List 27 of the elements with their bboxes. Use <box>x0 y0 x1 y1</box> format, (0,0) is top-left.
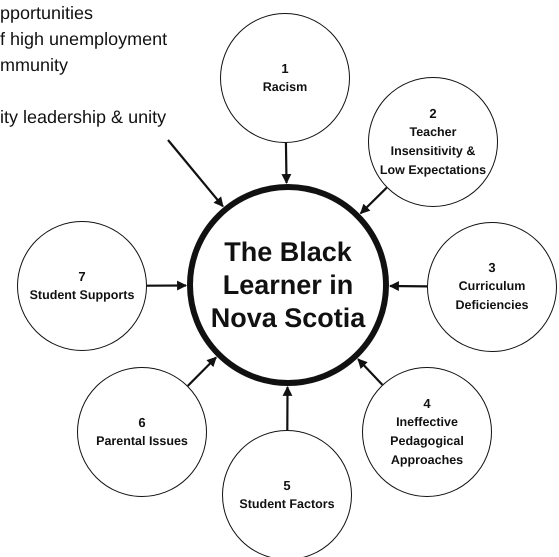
factor-number: 7 <box>78 268 86 286</box>
arrow <box>281 142 292 184</box>
text-line: pportunities <box>0 2 94 25</box>
factor-label: Student Factors <box>238 496 336 512</box>
factor-label: Ineffective Pedagogical Approaches <box>389 414 465 469</box>
factor-label: Racism <box>262 78 308 96</box>
arrow <box>389 281 428 292</box>
text-line: mmunity <box>0 54 70 77</box>
factor-number: 3 <box>488 259 496 277</box>
arrow <box>167 139 224 208</box>
factor-label: Teacher Insensitivity & Low Expectations <box>378 124 488 179</box>
arrow <box>187 356 217 387</box>
factor-number: 1 <box>281 60 289 78</box>
factor-number: 4 <box>423 394 431 412</box>
factor-label: Parental Issues <box>95 432 189 450</box>
central-title: The Black Learner in Nova Scotia <box>210 236 366 334</box>
arrow <box>147 280 187 290</box>
arrow <box>282 386 292 430</box>
factor-number: 6 <box>138 414 146 432</box>
factor-label: Student Supports <box>28 286 136 304</box>
factor-number: 2 <box>429 104 437 122</box>
text-line: f high unemployment <box>0 28 168 51</box>
factor-label: Curriculum Deficiencies <box>454 278 530 314</box>
text-line: ity leadership & unity <box>0 106 168 129</box>
arrow <box>360 186 388 214</box>
arrow <box>357 358 384 386</box>
factor-number: 5 <box>283 476 291 494</box>
